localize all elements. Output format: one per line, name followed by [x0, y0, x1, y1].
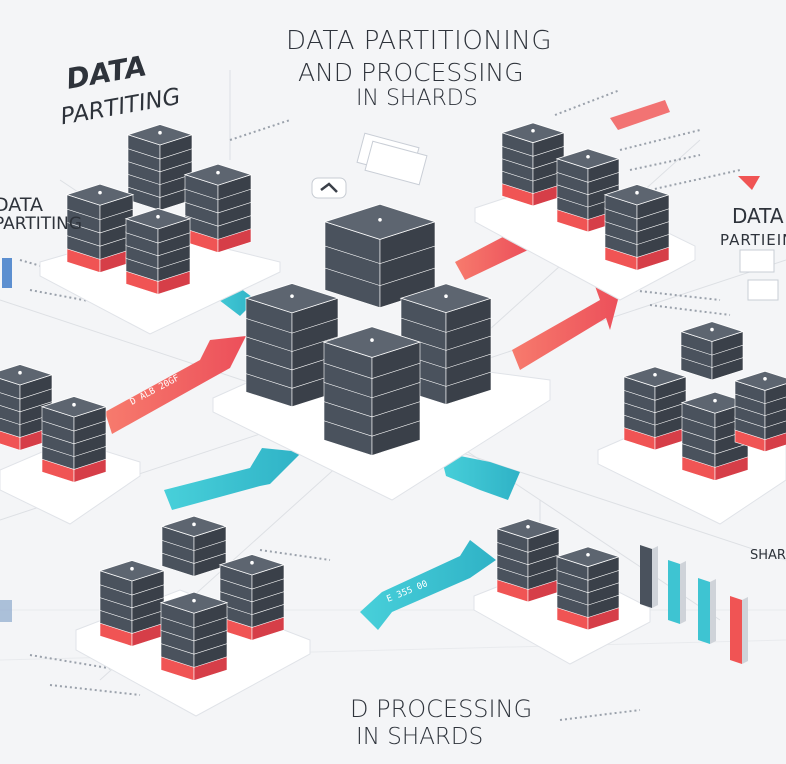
decorative-bar	[640, 545, 652, 608]
footer-line-2: IN SHARDS	[356, 724, 484, 750]
server-stack	[183, 163, 253, 253]
document-stack-icon	[356, 132, 428, 186]
server-stack	[40, 396, 108, 483]
server-stack	[323, 203, 437, 309]
arrow-red-left: D ALB 20GF	[105, 336, 246, 434]
decorative-bar	[668, 560, 680, 624]
arrow-red-top-left	[610, 100, 670, 130]
title-line-3: IN SHARDS	[356, 86, 478, 111]
shards-bar-graphic	[640, 545, 748, 664]
server-stack	[159, 591, 229, 681]
blue-tab-icon	[2, 258, 12, 288]
server-stack	[124, 208, 192, 295]
blue-tab-icon-bottom	[0, 600, 12, 622]
server-stack	[603, 184, 671, 271]
decorative-bar-side	[652, 546, 658, 608]
label-left-2: PARTITING	[0, 214, 83, 234]
arrow-red-right	[512, 286, 620, 370]
server-stacks	[0, 122, 786, 681]
decorative-bar	[730, 596, 742, 664]
server-stack	[322, 326, 422, 456]
server-stack	[160, 515, 228, 577]
title-line-2: AND PROCESSING	[298, 58, 524, 87]
arrow-teal-bottom-left	[164, 448, 302, 510]
arrow-teal-bottom-right	[440, 452, 520, 500]
decorative-bar-side	[742, 597, 748, 664]
server-stack	[679, 321, 745, 381]
label-shards: SHARDS	[750, 548, 786, 563]
label-right-1: DATA	[732, 204, 784, 228]
server-stack	[98, 560, 166, 647]
server-stack	[495, 518, 561, 603]
title-line-1: DATA PARTITIONING	[286, 26, 552, 56]
window-icon	[739, 249, 779, 301]
decorative-bar-side	[710, 579, 716, 644]
server-stack	[399, 283, 493, 405]
arrow-red-top-right	[738, 176, 760, 190]
server-stack	[500, 122, 566, 207]
footer-line-1: D PROCESSING	[350, 695, 533, 723]
server-stack	[218, 554, 286, 641]
server-stack	[126, 124, 194, 211]
arrow-teal-bottom: E 355 00	[360, 540, 496, 630]
label-left-1: DATA	[0, 194, 43, 216]
server-stack	[733, 370, 786, 453]
server-stack	[555, 546, 621, 631]
server-stack	[622, 366, 688, 451]
label-right-2: PARTIEING	[720, 231, 786, 249]
tag-icon	[311, 177, 347, 199]
decorative-bar	[698, 578, 710, 644]
decorative-bar-side	[680, 561, 686, 624]
